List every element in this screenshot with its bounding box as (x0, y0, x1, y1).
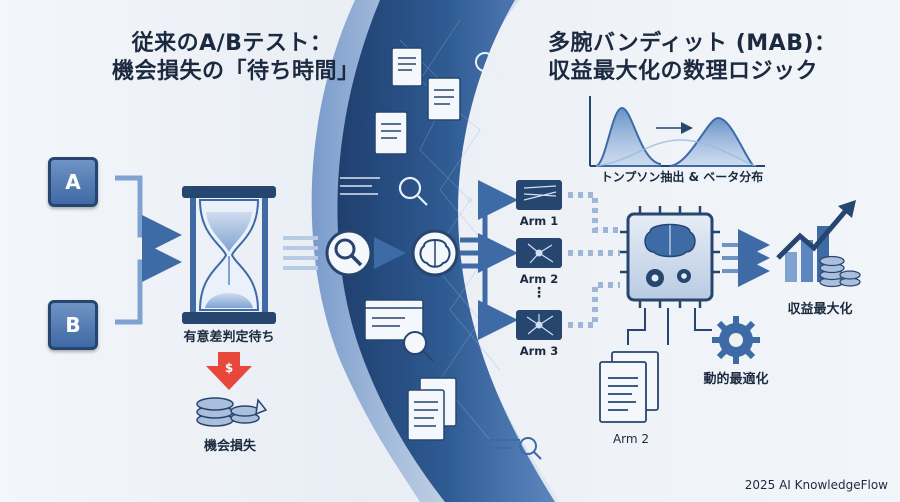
hourglass-label: 有意差判定待ち (183, 330, 275, 345)
hourglass-icon (182, 186, 276, 324)
trend-arrow-icon (776, 200, 856, 282)
search-icon (325, 229, 373, 277)
document-icon (391, 47, 423, 87)
right-title-line1: 多腕バンディット (MAB)： (548, 31, 837, 56)
revenue-label: 収益最大化 (787, 302, 853, 317)
network-node-icon (516, 238, 562, 268)
right-title-line2: 収益最大化の数理ロジック (548, 59, 819, 84)
dynamic-label: 動的最適化 (703, 372, 769, 387)
arm-1-label: Arm 1 (519, 214, 559, 228)
search-icon (398, 176, 428, 206)
svg-text:$: $ (225, 361, 233, 375)
loss-label: 機会損失 (203, 439, 256, 454)
ab-flow-arrows (115, 175, 182, 325)
output-arrows (722, 229, 770, 287)
chip-links (627, 308, 712, 345)
footer-credit: 2025 AI KnowledgeFlow (744, 478, 888, 492)
beta-distribution-chart (589, 96, 765, 167)
network-node-icon (516, 310, 562, 340)
doc-arm-label: Arm 2 (612, 432, 650, 446)
search-icon (480, 437, 542, 460)
gear-icon (712, 316, 760, 364)
document-icon (407, 377, 457, 441)
text-lines-panel (340, 177, 380, 195)
arm-3-label: Arm 3 (519, 344, 559, 358)
arm-ellipsis: ⋮ (532, 285, 546, 301)
loss-arrow: $ (206, 352, 252, 390)
left-title-line2: 機会損失の「待ち時間」 (112, 59, 360, 84)
search-icon (403, 331, 434, 362)
left-title-line1: 従来のA/Bテスト： (131, 31, 333, 56)
chip-icon (620, 206, 720, 308)
arm-to-chip-links (568, 192, 620, 328)
document-icon (374, 111, 408, 155)
brain-icon (411, 229, 459, 277)
window-panel (364, 299, 424, 341)
search-icon (475, 52, 501, 78)
variant-b-box: B (48, 300, 98, 350)
coin-stack-icon (819, 255, 861, 288)
variant-a-box: A (48, 157, 98, 207)
distribution-label: トンプソン抽出 & ベータ分布 (600, 170, 764, 184)
arm-1-box (516, 180, 562, 210)
arm-2-label: Arm 2 (519, 272, 559, 286)
coin-stack-icon (196, 397, 268, 427)
document-icon (599, 351, 659, 423)
transfer-stripes (283, 236, 318, 270)
arm-flow-arrows (460, 180, 518, 340)
document-icon (427, 77, 461, 121)
